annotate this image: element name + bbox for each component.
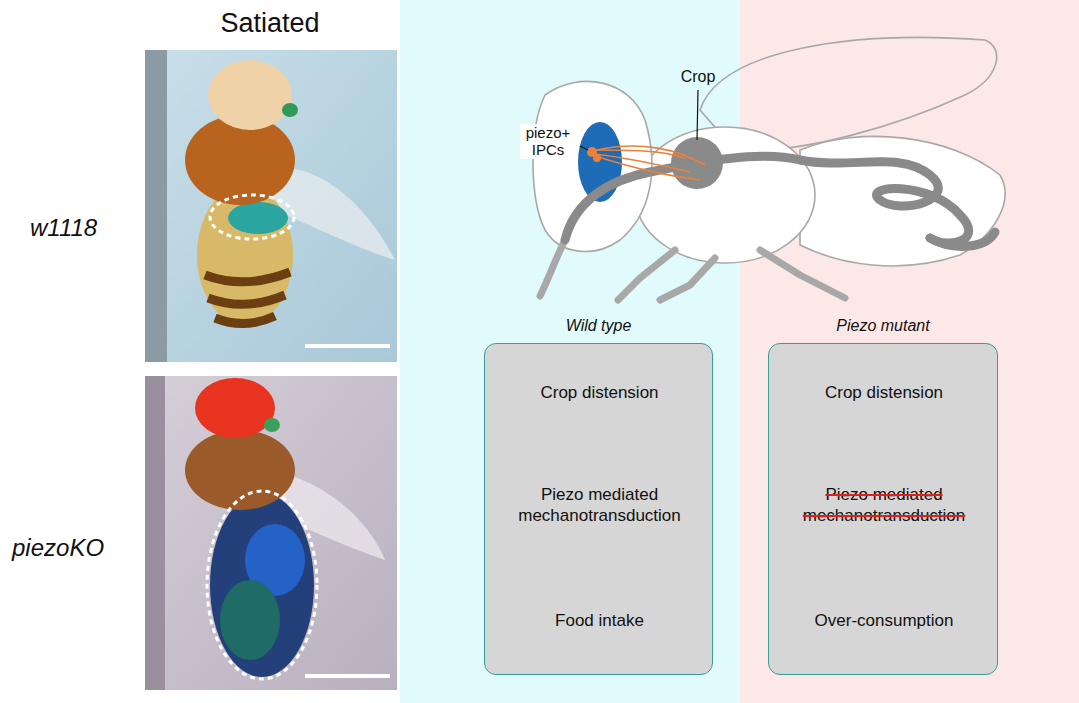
step-text: Crop distension [825, 383, 943, 402]
process-step: Over-consumption [777, 610, 991, 631]
process-step: Crop distension [493, 382, 706, 403]
step-text: Piezo mediated mechanotransduction [518, 485, 681, 525]
box-heading: Wild type [485, 317, 712, 335]
process-step: Piezo mediated mechanotransduction [777, 484, 991, 527]
figure-label: piezoKO [12, 534, 142, 562]
step-text: Food intake [555, 611, 644, 630]
figure-label: w1118 [30, 214, 140, 242]
process-step: Crop distension [777, 382, 991, 403]
step-text: Over-consumption [815, 611, 954, 630]
step-text: Piezo mediated mechanotransduction [803, 485, 966, 525]
process-step: Piezo mediated mechanotransduction [493, 484, 706, 527]
condition-box: Wild typeCrop distensionPiezo mediated m… [484, 343, 713, 675]
figure-label: piezo+ IPCs [520, 124, 576, 159]
figure-label: Satiated [210, 8, 330, 39]
condition-box: Piezo mutantCrop distensionPiezo mediate… [768, 343, 998, 675]
process-step: Food intake [493, 610, 706, 631]
figure-label: Crop [676, 68, 720, 86]
box-heading: Piezo mutant [769, 317, 997, 335]
step-text: Crop distension [540, 383, 658, 402]
